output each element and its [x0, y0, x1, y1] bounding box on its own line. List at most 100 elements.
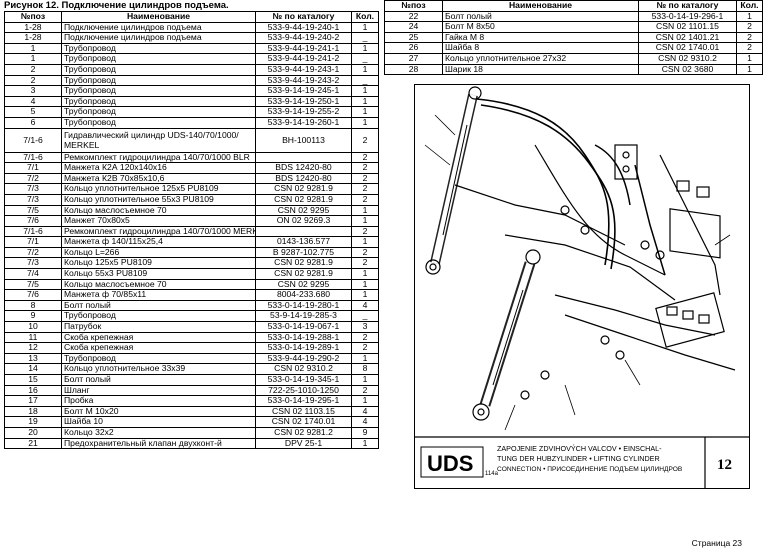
catalog-number-cell: 533-9-44-19-240-1 — [255, 21, 352, 34]
quantity-cell: 1 — [351, 63, 379, 76]
quantity-cell: 1 — [351, 278, 379, 291]
name-cell: Манжета К2В 70х85х10,6 — [61, 172, 256, 185]
catalog-number-cell — [255, 151, 352, 164]
position-cell: 7/1-6 — [4, 151, 62, 164]
quantity-cell: 2 — [351, 193, 379, 206]
catalog-number-cell: CSN 02 9281.2 — [255, 426, 352, 439]
position-cell: 1 — [4, 53, 62, 65]
catalog-number-cell: BH-100113 — [255, 127, 352, 153]
name-cell: Трубопровод — [61, 95, 256, 108]
figure-number: 12 — [717, 457, 732, 473]
position-cell: 13 — [4, 352, 62, 365]
column-header: № по каталогу — [638, 0, 737, 12]
name-cell: Кольцо 55х3 PU8109 — [61, 268, 256, 280]
quantity-cell: 1 — [736, 10, 763, 23]
name-cell: Трубопровод — [61, 116, 256, 129]
name-cell: Пробка — [61, 395, 256, 407]
catalog-number-cell: CSN 02 1103.15 — [255, 405, 352, 418]
quantity-cell: 1 — [736, 63, 763, 76]
name-cell: Подключение цилиндров подъема — [61, 21, 256, 34]
name-cell: Кольцо L=266 — [61, 246, 256, 259]
catalog-number-cell: 533-9-44-19-243-1 — [255, 63, 352, 76]
position-cell: 7/5 — [4, 278, 62, 291]
quantity-cell: 4 — [351, 299, 379, 312]
name-cell: Патрубок — [61, 321, 256, 333]
catalog-number-cell: 533-0-14-19-289-1 — [255, 342, 352, 354]
catalog-number-cell: 722-25-1010-1250 — [255, 384, 352, 397]
name-cell: Трубопровод — [61, 53, 256, 65]
quantity-cell: 2 — [351, 183, 379, 195]
quantity-cell: _ — [351, 32, 379, 44]
quantity-cell: 2 — [351, 342, 379, 354]
name-cell: Трубопровод — [61, 42, 256, 55]
position-cell: 7/2 — [4, 172, 62, 185]
quantity-cell: 2 — [736, 21, 763, 33]
quantity-cell: 1 — [351, 289, 379, 301]
quantity-cell: 4 — [351, 405, 379, 418]
column-header: №поз — [4, 11, 62, 23]
position-cell: 7/4 — [4, 268, 62, 280]
catalog-number-cell: 8004-233.680 — [255, 289, 352, 301]
catalog-number-cell: CSN 02 9281.9 — [255, 257, 352, 270]
position-cell: 11 — [4, 331, 62, 344]
name-cell: Манжет 70х80х5 — [61, 215, 256, 227]
quantity-cell: 4 — [351, 416, 379, 428]
catalog-number-cell: BDS 12420-80 — [255, 172, 352, 185]
quantity-cell: 1 — [351, 42, 379, 55]
name-cell: Кольцо маслосъемное 70 — [61, 204, 256, 217]
name-cell: Болт М 8х50 — [442, 21, 639, 33]
name-cell: Кольцо уплотнительное 33х39 — [61, 363, 256, 375]
catalog-number-cell: BDS 12420-80 — [255, 162, 352, 174]
catalog-number-cell: CSN 02 1740.01 — [255, 416, 352, 428]
quantity-cell: 9 — [351, 426, 379, 439]
catalog-number-cell: 533-9-44-19-243-2 — [255, 74, 352, 87]
position-cell: 1 — [4, 42, 62, 55]
position-cell: 7/3 — [4, 193, 62, 206]
catalog-number-cell: 533-0-14-19-345-1 — [255, 374, 352, 386]
name-cell: Скоба крепежная — [61, 342, 256, 354]
name-cell: Гайка М 8 — [442, 31, 639, 44]
position-cell: 16 — [4, 384, 62, 397]
name-cell: Болт М 10х20 — [61, 405, 256, 418]
catalog-number-cell: 533-9-44-19-290-2 — [255, 352, 352, 365]
name-cell: Предохранительный клапан двухконт-й — [61, 437, 256, 450]
name-cell: Кольцо маслосъемное 70 — [61, 278, 256, 291]
quantity-cell: 1 — [351, 352, 379, 365]
name-cell: Трубопровод — [61, 310, 256, 323]
name-cell: Трубопровод — [61, 85, 256, 97]
lift-cylinder-2 — [472, 249, 541, 421]
quantity-cell: 3 — [351, 321, 379, 333]
figure-caption: Рисунок 12. Подключение цилиндров подъем… — [4, 0, 229, 11]
quantity-cell: 2 — [351, 225, 379, 238]
position-cell: 7/1 — [4, 162, 62, 174]
name-cell: Подключение цилиндров подъема — [61, 32, 256, 44]
name-cell: Кольцо уплотнительное 125х5 PU8109 — [61, 183, 256, 195]
quantity-cell: 1 — [736, 52, 763, 65]
catalog-number-cell: CSN 02 1740.01 — [638, 42, 737, 54]
catalog-number-cell: CSN 02 9281.9 — [255, 193, 352, 206]
position-cell: 22 — [384, 10, 443, 23]
column-header: № по каталогу — [255, 11, 352, 23]
